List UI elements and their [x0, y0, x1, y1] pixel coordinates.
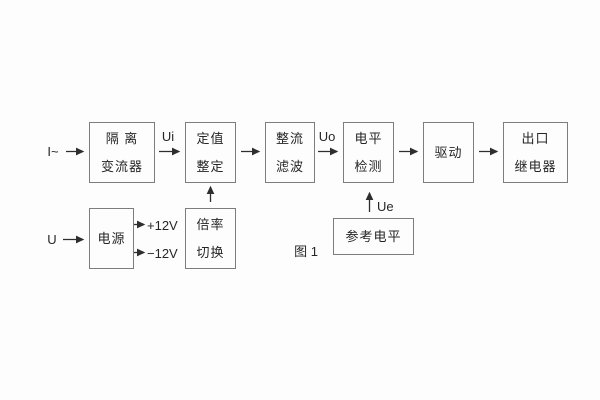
figure-caption: 图 1	[294, 244, 318, 259]
signal-label-minus12v: −12V	[147, 246, 178, 261]
block-isolation-transformer: 隔 离 变流器	[89, 122, 155, 183]
block-label-line2: 检测	[354, 159, 383, 174]
block-label-line1: 电源	[97, 231, 126, 246]
block-label-line1: 隔 离	[105, 131, 139, 146]
block-label-line1: 驱动	[434, 145, 463, 160]
block-output-relay: 出口 继电器	[503, 122, 568, 183]
block-drive: 驱动	[423, 122, 474, 183]
block-label-line2: 继电器	[514, 159, 557, 174]
block-label-line1: 整流	[275, 131, 304, 146]
block-label-line2: 整定	[196, 159, 225, 174]
block-label-line1: 电平	[354, 131, 383, 146]
block-power-supply: 电源	[89, 208, 134, 269]
block-rectify-filter: 整流 滤波	[265, 122, 315, 183]
block-label-line2: 变流器	[100, 159, 143, 174]
block-setpoint-setting: 定值 整定	[185, 122, 236, 183]
block-label-line2: 切换	[196, 245, 225, 260]
signal-label-input-voltage: U	[47, 232, 57, 247]
block-level-detection: 电平 检测	[343, 122, 394, 183]
signal-label-input-current: I~	[47, 144, 59, 159]
block-label-line2: 滤波	[275, 159, 304, 174]
block-label-line1: 参考电平	[345, 229, 402, 244]
signal-label-ui: Ui	[161, 129, 175, 144]
block-reference-level: 参考电平	[333, 218, 414, 255]
block-label-line1: 定值	[196, 131, 225, 146]
signal-label-plus12v: +12V	[147, 218, 178, 233]
block-label-line1: 倍率	[196, 217, 225, 232]
signal-label-ue: Ue	[377, 199, 394, 214]
signal-label-uo: Uo	[318, 129, 336, 144]
block-ratio-switching: 倍率 切换	[185, 208, 236, 269]
block-label-line1: 出口	[521, 131, 550, 146]
